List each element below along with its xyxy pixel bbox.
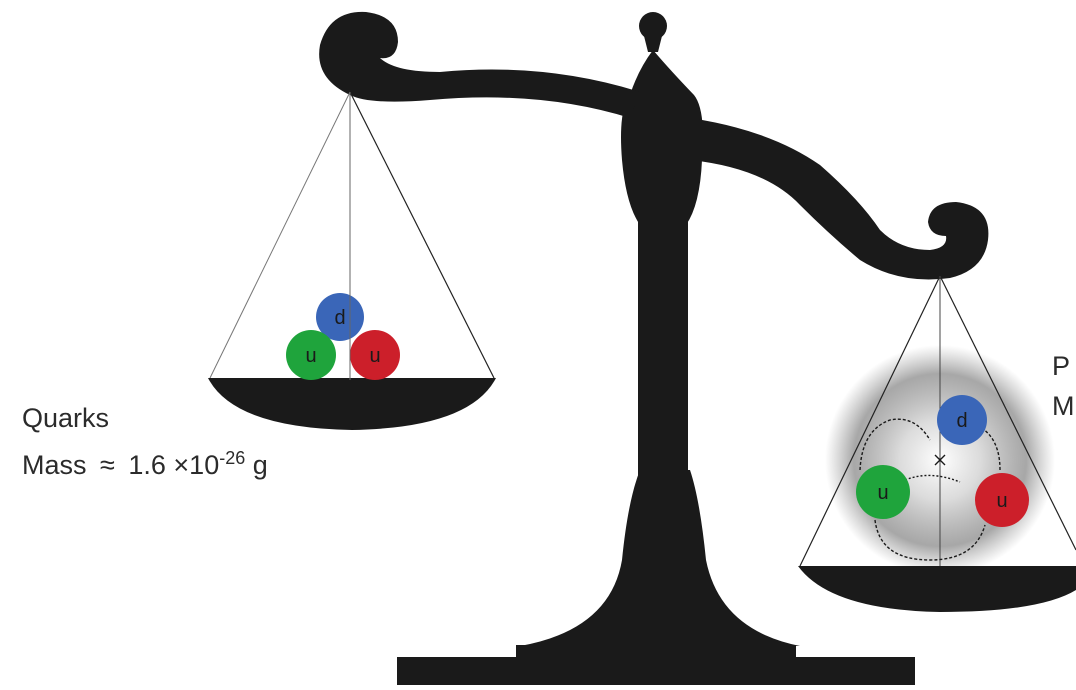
left-pan-dish xyxy=(208,378,496,430)
right-pan-string-right xyxy=(939,275,1076,551)
left-quark-u-red: u xyxy=(350,330,400,380)
approx-symbol: ≈ xyxy=(100,450,115,480)
left-pan-string-right xyxy=(349,91,495,379)
quark-circle xyxy=(286,330,336,380)
right-quark-u-red: u xyxy=(975,473,1029,527)
quark-letter: u xyxy=(877,482,888,504)
proton-label-partial: P xyxy=(1052,351,1071,381)
right-pan-assembly: d u u xyxy=(798,275,1076,612)
mass-unit: g xyxy=(252,450,268,480)
scale-body xyxy=(319,11,989,685)
proton-mass-label-partial: M xyxy=(1052,391,1075,421)
quark-circle xyxy=(350,330,400,380)
right-pan-string-left xyxy=(799,275,941,567)
scale-beam-left xyxy=(319,11,640,118)
mass-prefix: Mass xyxy=(22,450,87,480)
right-quark-d: d xyxy=(937,395,987,445)
left-quark-group: d u u xyxy=(286,290,400,380)
scale-base xyxy=(397,657,915,685)
quark-letter: u xyxy=(305,345,316,367)
quark-letter: d xyxy=(956,410,967,432)
quark-circle xyxy=(856,465,910,519)
mass-exponent: -26 xyxy=(219,448,246,468)
left-pan-assembly xyxy=(208,91,496,430)
scale-base-step xyxy=(516,645,796,659)
quark-circle xyxy=(316,293,364,341)
quark-letter: u xyxy=(369,345,380,367)
quark-circle xyxy=(937,395,987,445)
mass-mantissa: 1.6 ×10 xyxy=(128,450,220,480)
quarks-label: Quarks xyxy=(22,403,110,433)
quark-circle xyxy=(975,473,1029,527)
quark-letter: d xyxy=(334,307,345,329)
left-quark-u-green: u xyxy=(286,330,336,380)
scale-foot xyxy=(520,470,800,646)
right-pan-dish xyxy=(798,566,1076,612)
quarks-mass-label: Mass ≈ 1.6 ×10-26 g xyxy=(22,442,268,481)
scale-beam-right xyxy=(690,118,989,280)
right-quark-u-green: u xyxy=(856,465,910,519)
left-pan-string-left xyxy=(209,91,351,379)
scale-finial xyxy=(639,12,667,40)
scale-vase xyxy=(621,50,703,225)
quark-letter: u xyxy=(996,490,1007,512)
left-quark-d: d xyxy=(316,293,364,341)
scale-column xyxy=(638,215,688,495)
